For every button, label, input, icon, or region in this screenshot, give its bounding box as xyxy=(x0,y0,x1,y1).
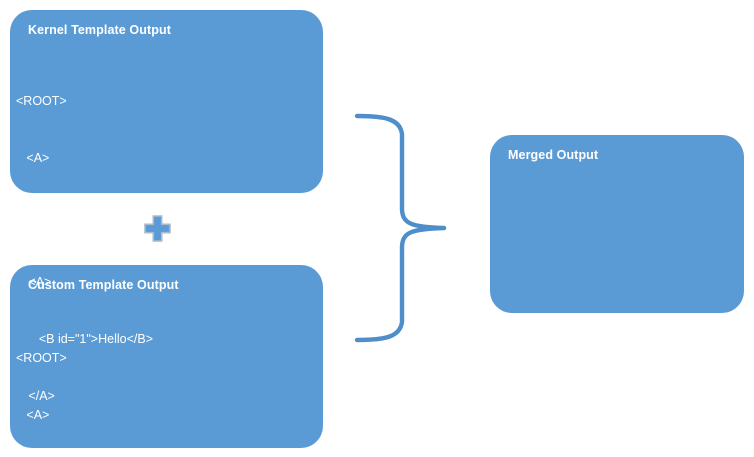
code-line: <A> xyxy=(16,408,50,422)
custom-template-output-title: Custom Template Output xyxy=(28,278,179,292)
code-line: <B id="1">Hello</B> xyxy=(18,332,153,346)
code-line: <B id='1'>Hello</B> xyxy=(16,208,147,222)
plus-icon xyxy=(144,215,171,242)
code-line: <A> xyxy=(18,275,52,289)
merged-output-title: Merged Output xyxy=(508,148,599,162)
code-line: <ROOT> xyxy=(16,351,67,365)
right-curly-brace-icon xyxy=(340,100,460,360)
merged-output-code: <ROOT> <A> <B id="1">Hello</B> </A> </RO… xyxy=(18,178,153,457)
kernel-template-output-title: Kernel Template Output xyxy=(28,23,171,37)
code-line: <ROOT> xyxy=(16,94,67,108)
code-line: </A> xyxy=(18,389,55,403)
code-line: <A> xyxy=(16,151,50,165)
custom-template-output-code: <ROOT> <A> <B id='2' merge:action='delet… xyxy=(16,311,207,457)
merged-output-box: Merged Output xyxy=(490,135,744,313)
code-line: <ROOT> xyxy=(18,218,69,232)
kernel-template-output-box: Kernel Template Output xyxy=(10,10,323,193)
code-line: </ROOT> xyxy=(18,446,73,457)
custom-template-output-box: Custom Template Output xyxy=(10,265,323,448)
